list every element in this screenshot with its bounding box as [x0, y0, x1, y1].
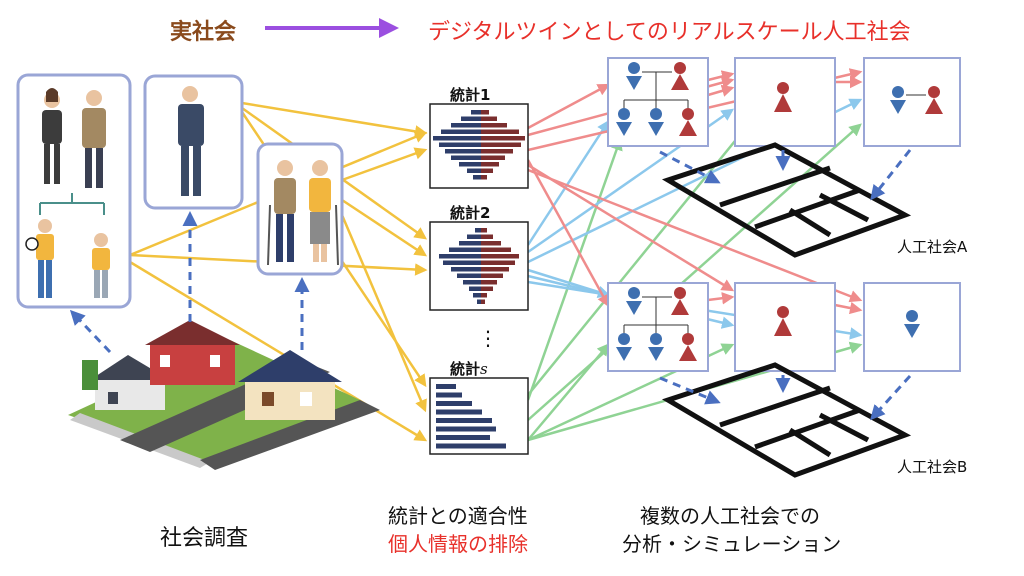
bar — [436, 426, 496, 432]
bar — [481, 260, 515, 265]
bar — [481, 168, 493, 173]
bar — [481, 116, 497, 121]
daughter-figure — [92, 233, 110, 298]
bar — [441, 129, 481, 134]
bar — [451, 123, 481, 128]
floor-plan-b — [661, 362, 912, 478]
bar — [481, 155, 505, 160]
bar — [481, 247, 511, 252]
mother-figure — [42, 88, 62, 184]
house-beige — [238, 350, 342, 420]
bar — [436, 401, 472, 406]
bar — [481, 136, 525, 141]
bar — [436, 443, 506, 449]
bar — [481, 110, 489, 115]
family-card — [16, 73, 132, 309]
bar — [463, 280, 481, 285]
bar — [451, 267, 481, 272]
multi-society-label-line2: 分析・シミュレーション — [622, 532, 842, 556]
bar — [436, 392, 462, 398]
bar — [459, 162, 481, 167]
society-a-household-couple — [863, 57, 961, 147]
bar — [436, 418, 492, 423]
society-b-household-family — [607, 282, 709, 372]
bar — [433, 136, 481, 141]
bar — [481, 273, 503, 278]
bar — [481, 234, 493, 239]
bar — [481, 293, 487, 298]
stats-box-1 — [429, 103, 529, 189]
bar — [467, 234, 481, 239]
bar — [481, 267, 509, 272]
society-b-label: 人工社会B — [897, 458, 968, 476]
bar — [461, 116, 481, 121]
plan-dashed-arrows — [659, 149, 912, 421]
bar — [457, 273, 481, 278]
fit-label: 統計との適合性 — [388, 504, 528, 528]
stats-box-s — [429, 377, 529, 455]
digital-twin-label: デジタルツインとしてのリアルスケール人工社会 — [428, 20, 911, 45]
town-illustration — [68, 320, 380, 470]
multi-society-label-line1: 複数の人工社会での — [640, 504, 820, 528]
bar — [436, 409, 482, 415]
house-red — [145, 320, 240, 385]
bar — [481, 129, 519, 134]
single-person-card — [143, 74, 244, 210]
bar — [481, 228, 487, 233]
society-b-household-single-male — [863, 282, 961, 372]
society-a-label: 人工社会A — [897, 238, 968, 256]
bar — [481, 241, 501, 246]
stats-ellipsis: ⋮ — [478, 326, 498, 350]
privacy-label: 個人情報の排除 — [388, 532, 528, 556]
society-b-household-single-female — [734, 282, 836, 372]
bar — [481, 254, 519, 259]
bar — [469, 286, 481, 291]
bar — [459, 241, 481, 246]
bar — [436, 435, 490, 440]
bar — [439, 254, 481, 259]
bar — [481, 299, 485, 304]
survey-dashed-arrows — [69, 211, 310, 354]
bar — [481, 162, 499, 167]
bar — [481, 142, 521, 147]
bar — [481, 280, 497, 285]
bar — [443, 260, 481, 265]
son-figure — [25, 219, 54, 298]
bar — [475, 228, 481, 233]
stats-box-2 — [429, 221, 529, 311]
bar — [439, 142, 481, 147]
bar — [445, 149, 481, 154]
society-a-household-single — [734, 57, 836, 147]
bar — [481, 149, 513, 154]
bar — [481, 286, 493, 291]
bar — [481, 123, 507, 128]
stats-label-s-italic: s — [480, 360, 488, 378]
survey-label: 社会調査 — [160, 526, 249, 551]
society-a-household-family — [607, 57, 709, 147]
bar — [451, 155, 481, 160]
real-society-label: 実社会 — [170, 20, 237, 45]
bar — [471, 110, 481, 115]
bar — [473, 293, 481, 298]
stats-label-1: 統計1 — [450, 86, 490, 104]
floor-plan-a — [661, 142, 912, 258]
bar — [481, 175, 487, 180]
stats-label-s-text: 統計 — [450, 360, 480, 378]
stats-label-2: 統計2 — [450, 204, 490, 222]
bar — [473, 175, 481, 180]
bar — [477, 299, 481, 304]
father-figure — [82, 90, 106, 188]
bar — [449, 247, 481, 252]
bar — [467, 168, 481, 173]
stats-label-s: 統計s — [450, 360, 488, 378]
elderly-couple-card — [256, 142, 344, 276]
bar — [436, 384, 456, 389]
